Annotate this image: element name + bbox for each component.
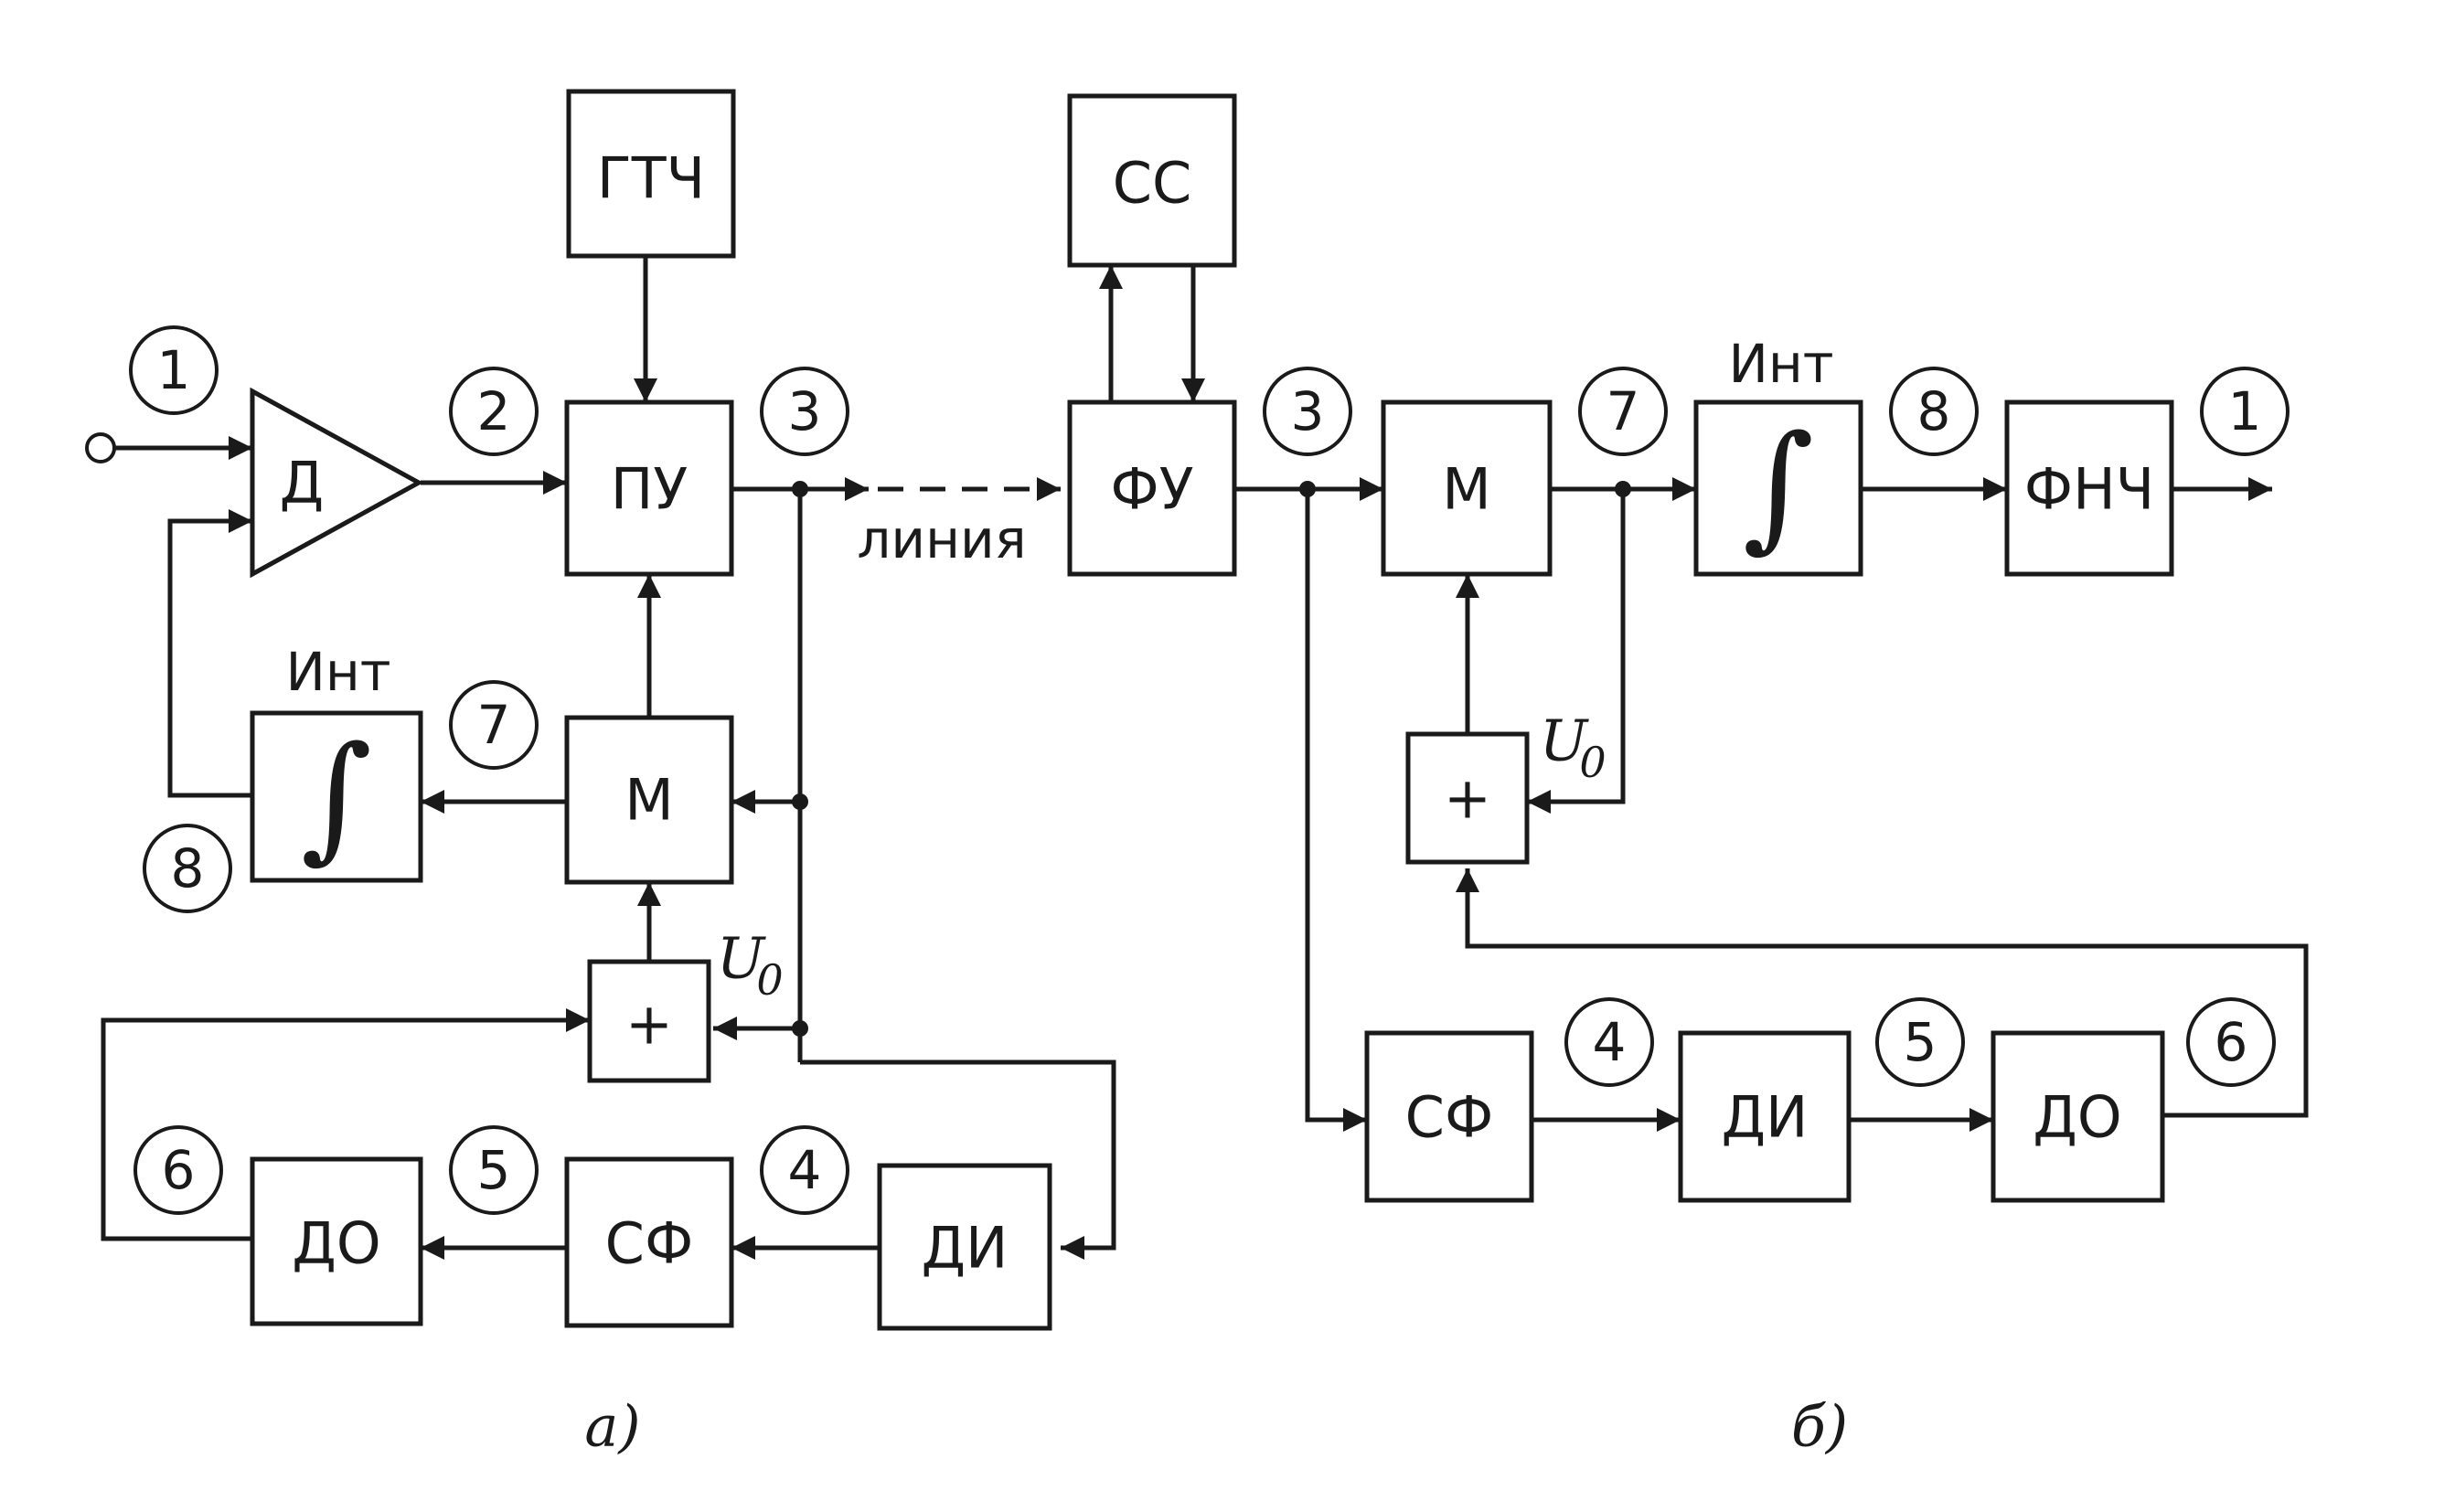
block-do-a: ДО: [250, 1156, 423, 1326]
block-do-label: ДО: [2033, 1084, 2121, 1151]
point-number: 8: [171, 837, 205, 900]
point-number: 4: [788, 1139, 822, 1201]
point-8-a: 8: [143, 824, 232, 913]
junction-dot: [792, 1020, 808, 1037]
point-6-b: 6: [2186, 997, 2276, 1087]
plus-label: +: [1444, 765, 1491, 832]
integral-symbol: ∫: [1743, 407, 1814, 566]
block-m-label: М: [624, 767, 674, 834]
u0-main: U: [1540, 708, 1589, 774]
point-3-a: 3: [760, 367, 849, 456]
point-6-a: 6: [133, 1125, 223, 1215]
block-fnch-label: ФНЧ: [2024, 456, 2155, 523]
junction-dot: [792, 481, 808, 497]
block-d-label: Д: [280, 450, 324, 516]
transmitter-diagram: ГТЧ ПУ Д М ∫ Инт + U 0: [85, 89, 1116, 1460]
point-8-b: 8: [1889, 367, 1979, 456]
point-1-a: 1: [129, 325, 219, 415]
junction-dot: [1615, 481, 1631, 497]
point-number: 5: [1904, 1011, 1937, 1073]
point-number: 7: [477, 694, 511, 756]
connections-b: [1099, 265, 2309, 1132]
block-pu-label: ПУ: [611, 456, 688, 523]
block-gtch: ГТЧ: [566, 89, 736, 259]
block-fnch: ФНЧ: [2004, 399, 2174, 577]
point-5-a: 5: [449, 1125, 539, 1215]
point-4-b: 4: [1564, 997, 1654, 1087]
block-fu-label: ФУ: [1110, 456, 1193, 523]
u0-sub: 0: [1579, 738, 1606, 787]
point-number: 6: [2215, 1011, 2248, 1073]
point-7-b: 7: [1578, 367, 1668, 456]
block-plus-a: +: [587, 959, 711, 1083]
u0-main: U: [717, 925, 766, 992]
block-m-label: М: [1442, 456, 1491, 523]
block-fu: ФУ: [1067, 399, 1237, 577]
block-gtch-label: ГТЧ: [597, 145, 705, 212]
point-number: 6: [162, 1139, 196, 1201]
block-ss: СС: [1067, 93, 1237, 268]
integral-symbol: ∫: [301, 718, 372, 877]
junction-dot: [1299, 481, 1316, 497]
point-number: 8: [1917, 380, 1951, 442]
block-ss-label: СС: [1113, 150, 1192, 217]
block-d-amplifier: Д: [250, 387, 424, 579]
block-m-a: М: [564, 715, 734, 885]
receiver-diagram: СС ФУ М ∫ Инт ФНЧ + U 0: [1067, 93, 2309, 1460]
input-terminal: [85, 432, 116, 463]
block-int-b: ∫ Инт: [1693, 333, 1863, 577]
u0-label-b: U 0: [1540, 708, 1606, 788]
point-number: 3: [788, 380, 822, 442]
point-7-a: 7: [449, 680, 539, 770]
block-pu: ПУ: [564, 399, 734, 577]
part-b-caption: б): [1791, 1393, 1848, 1460]
int-label: Инт: [285, 641, 390, 703]
block-sf-a: СФ: [564, 1156, 734, 1328]
connections-a: [85, 256, 1116, 1260]
block-plus-b: +: [1405, 731, 1530, 865]
line-label: линия: [857, 508, 1026, 570]
plus-label: +: [625, 991, 673, 1058]
block-do-label: ДО: [292, 1210, 380, 1277]
u0-sub: 0: [756, 955, 783, 1005]
int-label: Инт: [1728, 333, 1833, 395]
point-number: 1: [2228, 380, 2262, 442]
block-di-label: ДИ: [1722, 1084, 1809, 1151]
block-di-label: ДИ: [922, 1215, 1009, 1282]
point-number: 3: [1291, 380, 1325, 442]
point-number: 7: [1606, 380, 1640, 442]
point-2-a: 2: [449, 367, 539, 456]
point-5-b: 5: [1875, 997, 1965, 1087]
block-sf-label: СФ: [605, 1210, 694, 1277]
point-number: 1: [157, 339, 191, 401]
point-4-a: 4: [760, 1125, 849, 1215]
point-number: 2: [477, 380, 511, 442]
block-sf-b: СФ: [1364, 1030, 1534, 1203]
u0-label-a: U 0: [717, 925, 784, 1006]
point-number: 4: [1593, 1011, 1627, 1073]
point-number: 5: [477, 1139, 511, 1201]
block-di-a: ДИ: [877, 1163, 1052, 1331]
block-m-b: М: [1381, 399, 1553, 577]
block-do-b: ДО: [1991, 1030, 2165, 1203]
block-int-a: ∫ Инт: [250, 641, 423, 883]
block-sf-label: СФ: [1405, 1084, 1494, 1151]
junction-dot: [792, 793, 808, 810]
point-1-b: 1: [2200, 367, 2290, 456]
point-3-b: 3: [1263, 367, 1352, 456]
block-di-b: ДИ: [1678, 1030, 1852, 1203]
part-a-caption: а): [584, 1393, 640, 1460]
